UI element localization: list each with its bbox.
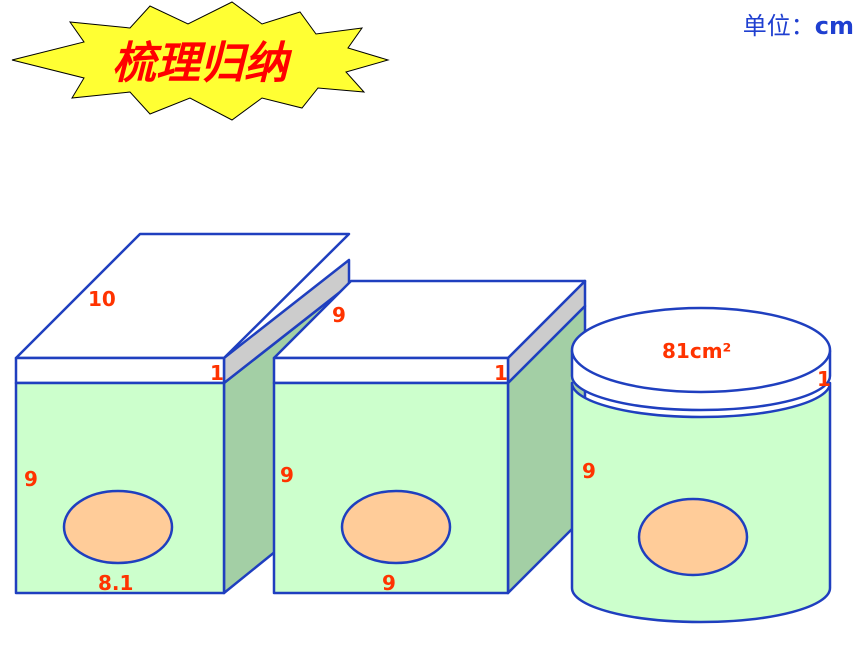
unit-label: 单位： <box>742 12 815 40</box>
cylinder-top-area-label: 81cm² <box>662 339 731 363</box>
burst-shape <box>11 1 390 121</box>
cylinder-top-face <box>570 306 832 394</box>
box-1-lid-thickness-label: 1 <box>210 361 224 385</box>
cylinder-height-label: 9 <box>582 459 596 483</box>
unit-note: 单位：cm <box>743 6 854 41</box>
box-2: 9 1 9 9 <box>272 279 587 595</box>
title-text: 梳理归纳 <box>112 38 293 89</box>
cylinder-lid-thickness-label: 1 <box>817 367 831 391</box>
box-2-height-label: 9 <box>280 463 294 487</box>
cylinder-hole <box>637 497 749 577</box>
box-1-hole <box>62 489 174 565</box>
box-2-bottom-width-label: 9 <box>382 571 396 595</box>
box-1-bottom-width-label: 8.1 <box>98 571 133 595</box>
unit-value: cm <box>814 12 854 40</box>
box-1-top-length-label: 10 <box>88 287 116 311</box>
box-2-hole <box>340 489 452 565</box>
box-2-lid-front <box>272 356 510 385</box>
box-2-lid-thickness-label: 1 <box>494 361 508 385</box>
box-1-height-label: 9 <box>24 467 38 491</box>
box-2-top-length-label: 9 <box>332 303 346 327</box>
box-1-lid-front <box>14 356 226 385</box>
title-burst: 梳理归纳 <box>11 1 390 121</box>
cylinder: 81cm² 1 9 <box>570 306 832 624</box>
